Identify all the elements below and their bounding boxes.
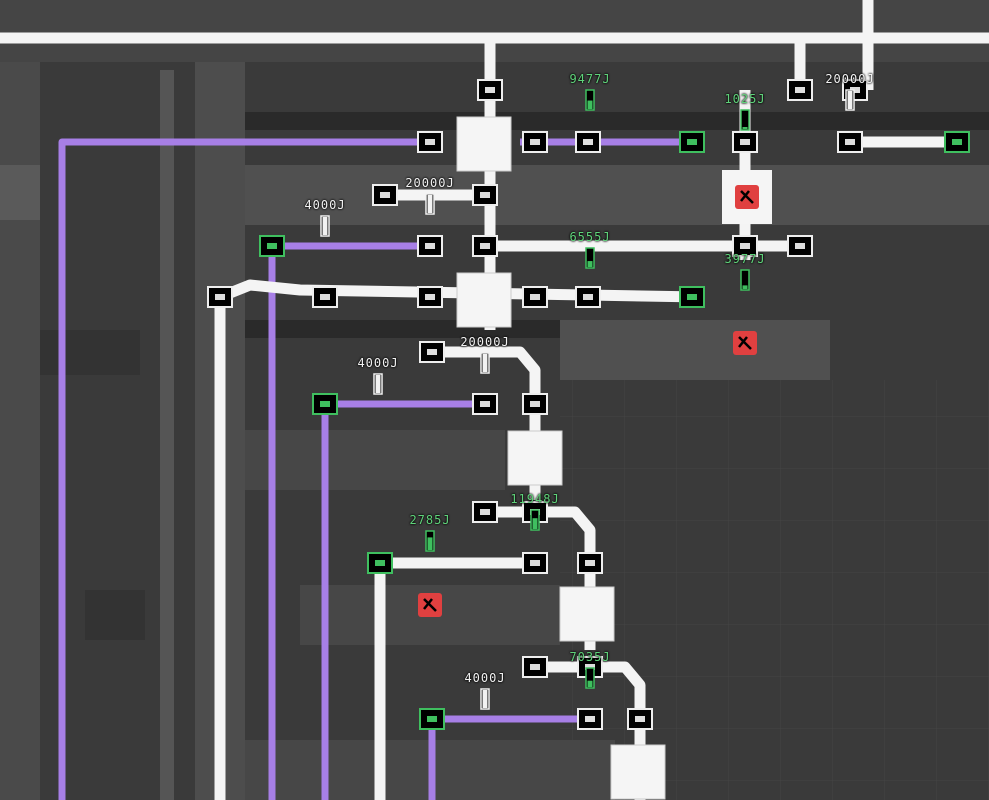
power-connector-plug xyxy=(320,401,330,407)
power-connector-plug xyxy=(480,243,490,249)
battery-charge-fill xyxy=(322,217,328,235)
power-connector-plug xyxy=(267,243,277,249)
power-connector-plug xyxy=(480,401,490,407)
battery-charge-icon xyxy=(740,269,750,291)
unplugged-icon xyxy=(740,190,754,204)
grid-background xyxy=(560,380,989,800)
power-connector-plug xyxy=(375,560,385,566)
battery-charge-label: 9477J xyxy=(569,72,611,86)
battery-charge-fill xyxy=(742,285,748,289)
unplugged-icon xyxy=(423,598,437,612)
power-connector-plug xyxy=(320,294,330,300)
battery-charge-icon xyxy=(585,247,595,269)
power-connector-plug xyxy=(380,192,390,198)
battery-charge-fill xyxy=(742,127,748,129)
transformer-icon[interactable] xyxy=(559,586,615,642)
storage-bin xyxy=(85,590,145,640)
battery-charge-label: 11948J xyxy=(510,492,560,506)
battery-charge-fill xyxy=(427,195,433,213)
power-connector-plug xyxy=(583,139,593,145)
power-connector-plug xyxy=(530,294,540,300)
battery-charge-fill xyxy=(587,680,593,687)
unplugged-icon xyxy=(738,336,752,350)
power-connector-plug xyxy=(530,664,540,670)
battery-charge-fill xyxy=(847,91,853,109)
battery-charge-icon xyxy=(585,667,595,689)
battery-charge-label: 4000J xyxy=(357,356,399,370)
battery-charge-label: 4000J xyxy=(464,671,506,685)
floor-tile-row-4 xyxy=(560,320,830,380)
battery-charge-fill xyxy=(587,261,593,267)
power-connector-plug xyxy=(530,139,540,145)
battery-charge-label: 6555J xyxy=(569,230,611,244)
transformer-icon[interactable] xyxy=(456,272,512,328)
power-connector-plug xyxy=(480,192,490,198)
power-connector-plug xyxy=(795,87,805,93)
transformer-icon[interactable] xyxy=(610,744,666,800)
power-connector-plug xyxy=(480,509,490,515)
power-connector-plug xyxy=(425,243,435,249)
power-connector-plug xyxy=(425,294,435,300)
battery-charge-label: 20000J xyxy=(405,176,455,190)
floor-tile-row-5 xyxy=(245,430,505,490)
elevator-button[interactable] xyxy=(0,165,40,220)
battery-charge-fill xyxy=(587,100,593,109)
power-connector-plug xyxy=(740,139,750,145)
battery-charge-label: 4000J xyxy=(304,198,346,212)
battery-charge-fill xyxy=(427,537,433,550)
power-connector-plug xyxy=(485,87,495,93)
power-connector-plug xyxy=(585,560,595,566)
conductive-wire[interactable] xyxy=(58,138,430,800)
storage-bin xyxy=(40,330,140,375)
power-connector-plug xyxy=(427,349,437,355)
power-connector-plug xyxy=(585,664,595,670)
battery-charge-label: 7035J xyxy=(569,650,611,664)
power-connector-plug xyxy=(585,716,595,722)
power-connector-plug xyxy=(215,294,225,300)
power-connector-plug xyxy=(425,139,435,145)
floor-tile-row-2 xyxy=(245,165,989,225)
power-connector-plug xyxy=(530,560,540,566)
battery-charge-label: 20000J xyxy=(460,335,510,349)
battery-charge-label: 1025J xyxy=(724,92,766,106)
power-connector-plug xyxy=(687,139,697,145)
battery-charge-label: 3977J xyxy=(724,252,766,266)
transformer-icon[interactable] xyxy=(456,116,512,172)
power-connector-plug xyxy=(952,139,962,145)
power-connector-plug xyxy=(845,139,855,145)
battery-charge-fill xyxy=(375,375,381,393)
power-connector-plug xyxy=(427,716,437,722)
power-connector-plug xyxy=(740,243,750,249)
battery-charge-icon xyxy=(740,109,750,131)
support-pole xyxy=(160,70,174,800)
floor-tile-row-3 xyxy=(245,320,565,338)
battery-charge-fill xyxy=(482,354,488,372)
transformer-icon[interactable] xyxy=(507,430,563,486)
power-connector-plug xyxy=(795,243,805,249)
battery-charge-fill xyxy=(532,518,538,529)
power-connector-plug xyxy=(687,294,697,300)
left-wall xyxy=(0,0,40,800)
battery-charge-label: 20000J xyxy=(825,72,875,86)
battery-charge-fill xyxy=(482,690,488,708)
battery-charge-label: 2785J xyxy=(409,513,451,527)
power-connector-plug xyxy=(583,294,593,300)
battery-charge-icon xyxy=(585,89,595,111)
power-connector-plug xyxy=(850,87,860,93)
floor-tile-row-1 xyxy=(245,112,989,130)
power-connector-plug xyxy=(635,716,645,722)
power-connector-plug xyxy=(530,401,540,407)
